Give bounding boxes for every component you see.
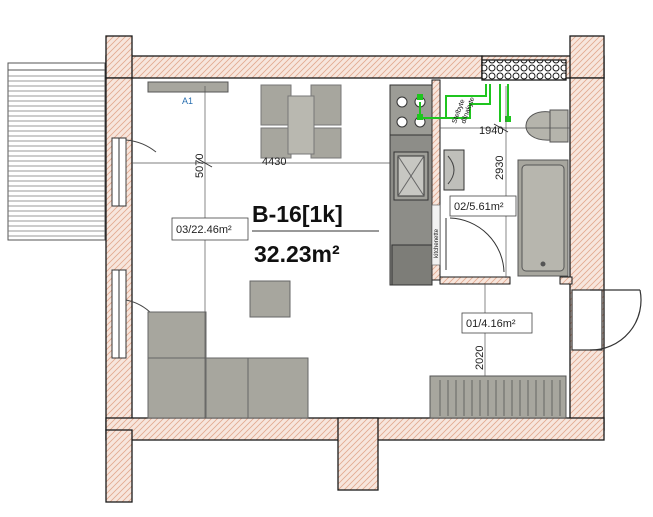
- window-left-lower: [111, 269, 127, 359]
- washbasin: [443, 149, 465, 191]
- wall-shelf: [147, 81, 229, 93]
- cabinet-label: kitchenette: [434, 228, 440, 258]
- bathtub: [517, 159, 569, 277]
- balcony: [7, 62, 106, 241]
- dimension-ticks: [197, 123, 509, 168]
- room-label-bathroom: 02/5.61m²: [449, 195, 517, 217]
- svg-text:01/4.16m²: 01/4.16m²: [466, 318, 516, 330]
- svg-text:02/5.61m²: 02/5.61m²: [454, 201, 504, 213]
- entrance-door: [571, 289, 642, 351]
- dim-hall-depth: 2020: [474, 346, 486, 370]
- window-left-upper: [111, 137, 127, 207]
- svg-text:03/22.46m²: 03/22.46m²: [176, 224, 232, 236]
- kitchenette-cabinet: kitchenette: [431, 204, 441, 266]
- apartment-area: 32.23m²: [254, 241, 340, 267]
- dining-table: [260, 84, 342, 159]
- room-label-living: 03/22.46m²: [171, 217, 249, 241]
- window-mark: A1: [182, 96, 193, 106]
- dim-bath-width: 1940: [479, 125, 503, 137]
- bathroom-door: [445, 217, 505, 273]
- pipe-markers: [417, 94, 511, 122]
- dim-living-depth: 5070: [194, 154, 206, 178]
- hall-wardrobe: [429, 375, 567, 419]
- exterior-walls: [105, 35, 605, 503]
- dim-living-width: 4430: [262, 156, 286, 168]
- kitchen-counter: [389, 84, 433, 286]
- ventilation-shaft: [481, 59, 567, 81]
- coffee-table: [249, 280, 291, 318]
- apartment-code: B-16[1k]: [252, 201, 343, 227]
- apartment-heading: B-16[1k] 32.23m²: [252, 201, 379, 267]
- toilet: [525, 109, 569, 143]
- dim-bath-depth: 2930: [494, 156, 506, 180]
- room-label-hall: 01/4.16m²: [461, 312, 533, 334]
- corner-sofa: [147, 311, 309, 419]
